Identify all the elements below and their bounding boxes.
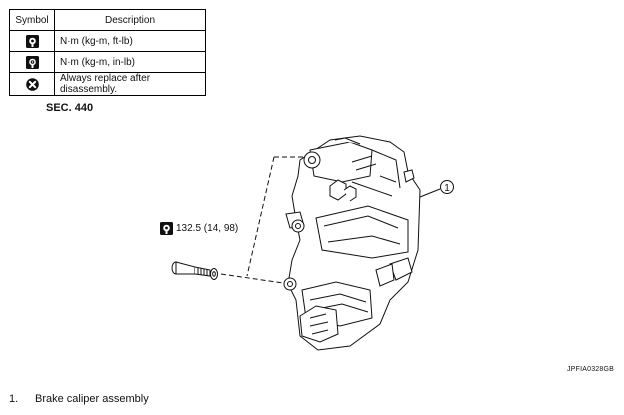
torque-wrench-icon [160, 222, 173, 235]
item-leader-line [419, 188, 441, 198]
part-number: 1. [9, 393, 19, 405]
legend-row: N·m (kg-m, in-lb) [9, 51, 206, 73]
parts-list: 1. Brake caliper assembly [9, 393, 149, 405]
brake-caliper-body [283, 135, 421, 351]
legend-row: Always replace after disassembly. [9, 72, 206, 96]
torque-wrench-small-icon [25, 55, 39, 69]
symbol-legend-table: Symbol Description N·m (kg-m, ft-lb) N·m… [9, 9, 206, 96]
replace-after-disassembly-icon [25, 77, 39, 91]
alignment-line [246, 156, 275, 277]
washer-hole [212, 271, 216, 277]
legend-row: N·m (kg-m, ft-lb) [9, 30, 206, 52]
section-label: SEC. 440 [46, 102, 94, 114]
torque-value: 132.5 (14, 98) [176, 223, 239, 235]
torque-callout: 132.5 (14, 98) [160, 222, 238, 235]
part-name: Brake caliper assembly [35, 393, 149, 405]
item-marker-label: 1 [444, 183, 450, 194]
torque-wrench-icon [25, 34, 39, 48]
washer [210, 268, 218, 280]
alignment-line [220, 273, 291, 285]
figure-id: JPFIA0328GB [567, 366, 614, 373]
legend-row-text: Always replace after disassembly. [54, 72, 206, 96]
item-marker-circle [440, 180, 454, 194]
caliper-mounting-bolt [171, 261, 211, 277]
